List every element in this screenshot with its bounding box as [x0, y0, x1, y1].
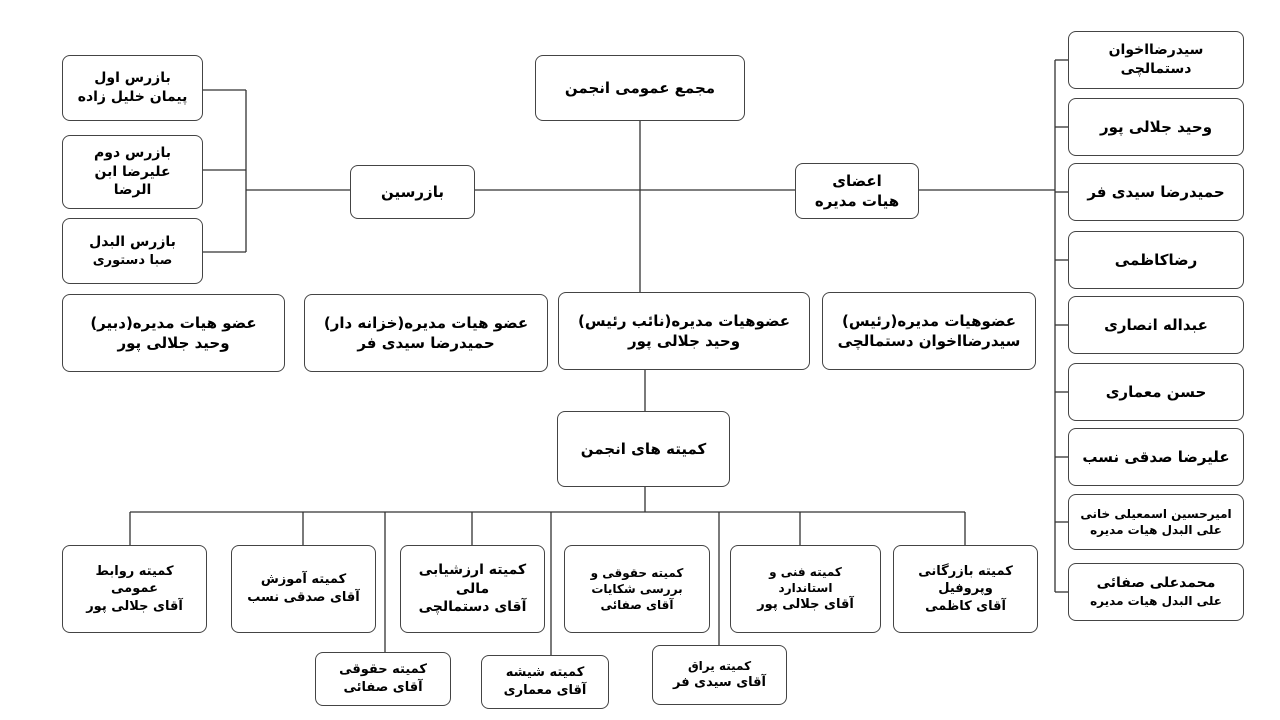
board-label-line2: هیات مدیره [814, 192, 900, 210]
committee-hardware-box: کمیته یراق آقای سیدی فر [652, 645, 787, 705]
committee-line1: کمیته بازرگانی [918, 563, 1013, 579]
committee-line1: کمیته ارزشیابی [418, 561, 527, 578]
board-member-line1: محمدعلی صفائی [1096, 575, 1216, 592]
board-member-line1: وحید جلالی پور [1099, 117, 1213, 136]
board-member-box: علیرضا صدقی نسب [1068, 428, 1244, 486]
inspector-second-box: بازرس دوم علیرضا ابن الرضا [62, 135, 203, 209]
board-member-line1: رضاکاظمی [1114, 250, 1198, 269]
role-vice-name: وحید جلالی پور [627, 332, 741, 350]
committee-line2: آقای صفائی [343, 680, 423, 695]
role-secretary-box: عضو هیات مدیره(دبیر) وحید جلالی پور [62, 294, 285, 372]
board-member-box: امیرحسین اسمعیلی خانی علی البدل هیات مدی… [1068, 494, 1244, 550]
role-treasurer-box: عضو هیات مدیره(خزانه دار) حمیدرضا سیدی ف… [304, 294, 548, 372]
inspector-substitute-title: بازرس البدل [89, 233, 176, 250]
committee-line1: کمیته شیشه [505, 665, 585, 681]
committee-line2: استاندارد [778, 581, 833, 596]
committee-line2: عمومی [111, 581, 158, 597]
role-secretary-title: عضو هیات مدیره(دبیر) [90, 313, 257, 332]
inspectors-label: بازرسین [381, 182, 444, 201]
inspector-first-title: بازرس اول [94, 70, 171, 87]
board-member-line1: امیرحسین اسمعیلی خانی [1080, 506, 1232, 521]
board-member-box: حمیدرضا سیدی فر [1068, 163, 1244, 221]
role-vice-box: عضوهیات مدیره(نائب رئیس) وحید جلالی پور [558, 292, 810, 370]
board-member-box: وحید جلالی پور [1068, 98, 1244, 156]
inspector-substitute-name: صبا دستوری [92, 252, 173, 268]
committee-valuation-box: کمیته ارزشیابی مالی آقای دستمالچی [400, 545, 545, 633]
committee-line2: مالی [455, 580, 490, 597]
committee-glass-box: کمیته شیشه آقای معماری [481, 655, 609, 709]
committee-line3: آقای جلالی پور [86, 598, 183, 614]
committee-line1: کمیته حقوقی [339, 662, 427, 678]
role-president-title: عضوهیات مدیره(رئیس) [842, 311, 1016, 330]
committee-commerce-box: کمیته بازرگانی وپروفیل آقای کاظمی [893, 545, 1038, 633]
committee-line3: آقای دستمالچی [418, 599, 527, 616]
board-member-box: محمدعلی صفائی علی البدل هیات مدیره [1068, 563, 1244, 621]
inspector-second-name-line1: علیرضا ابن [94, 163, 171, 180]
board-member-line2: علی البدل هیات مدیره [1090, 594, 1222, 609]
role-treasurer-title: عضو هیات مدیره(خزانه دار) [323, 313, 529, 332]
committees-box: کمیته های انجمن [557, 411, 730, 487]
board-box: اعضای هیات مدیره [795, 163, 919, 219]
committee-pr-box: کمیته روابط عمومی آقای جلالی پور [62, 545, 207, 633]
board-member-box: عبداله انصاری [1068, 296, 1244, 354]
committee-line1: کمیته فنی و [769, 565, 842, 580]
committee-line2: آقای صدقی نسب [247, 590, 360, 605]
board-member-line1: حسن معماری [1105, 382, 1207, 401]
role-secretary-name: وحید جلالی پور [117, 334, 230, 352]
committee-line1: کمیته حقوقی و [590, 565, 684, 580]
inspector-first-box: بازرس اول پیمان خلیل زاده [62, 55, 203, 121]
committee-line2: آقای سیدی فر [673, 675, 766, 691]
inspector-substitute-box: بازرس البدل صبا دستوری [62, 218, 203, 284]
committee-line3: آقای کاظمی [925, 598, 1006, 614]
inspector-second-name-line2: الرضا [113, 182, 152, 199]
board-member-box: رضاکاظمی [1068, 231, 1244, 289]
inspector-first-name: پیمان خلیل زاده [77, 89, 188, 105]
committee-legal-complaints-box: کمیته حقوقی و بررسی شکایات آقای صفائی [564, 545, 710, 633]
role-treasurer-name: حمیدرضا سیدی فر [357, 334, 495, 352]
board-member-line1: حمیدرضا سیدی فر [1087, 182, 1225, 201]
board-member-line2: دستمالچی [1120, 61, 1192, 77]
role-president-box: عضوهیات مدیره(رئیس) سیدرضااخوان دستمالچی [822, 292, 1036, 370]
board-label-line1: اعضای [832, 171, 882, 190]
inspectors-box: بازرسین [350, 165, 475, 219]
committee-line3: آقای صفائی [600, 598, 674, 613]
committee-line2: آقای معماری [503, 683, 587, 698]
committee-line3: آقای جلالی پور [757, 597, 854, 613]
committee-line1: کمیته یراق [687, 659, 752, 674]
committee-legal-box: کمیته حقوقی آقای صفائی [315, 652, 451, 706]
committees-label: کمیته های انجمن [580, 439, 707, 458]
general-assembly-box: مجمع عمومی انجمن [535, 55, 745, 121]
board-member-line2: علی البدل هیات مدیره [1090, 523, 1222, 537]
board-member-box: سیدرضااخوان دستمالچی [1068, 31, 1244, 89]
board-member-line1: عبداله انصاری [1104, 315, 1208, 334]
committee-education-box: کمیته آموزش آقای صدقی نسب [231, 545, 376, 633]
committee-line2: بررسی شکایات [591, 581, 683, 596]
committee-line1: کمیته آموزش [260, 572, 347, 588]
committee-line2: وپروفیل [938, 581, 993, 597]
general-assembly-label: مجمع عمومی انجمن [564, 78, 716, 97]
committee-technical-box: کمیته فنی و استاندارد آقای جلالی پور [730, 545, 881, 633]
board-member-line1: علیرضا صدقی نسب [1082, 447, 1230, 466]
committee-line1: کمیته روابط [95, 563, 174, 579]
board-member-box: حسن معماری [1068, 363, 1244, 421]
board-member-line1: سیدرضااخوان [1108, 42, 1204, 59]
role-vice-title: عضوهیات مدیره(نائب رئیس) [578, 311, 790, 330]
role-president-name: سیدرضااخوان دستمالچی [837, 332, 1021, 350]
inspector-second-title: بازرس دوم [94, 144, 171, 161]
